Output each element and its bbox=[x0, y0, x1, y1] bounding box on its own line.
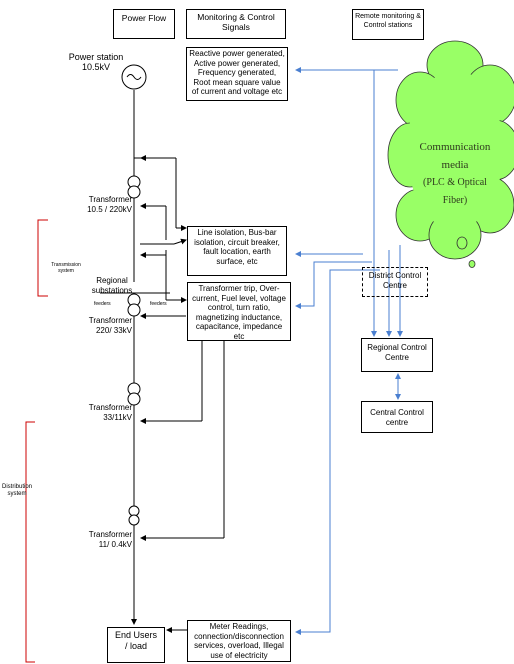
transformer-1-name: Transformer bbox=[88, 195, 132, 204]
feeders-label-left: feeders bbox=[94, 301, 111, 307]
transformer-2-name: Transformer bbox=[88, 316, 132, 325]
legend-remote-label: Remote monitoring & Control stations bbox=[355, 13, 421, 29]
transformer-symbol-4 bbox=[128, 505, 140, 526]
regional-control-text: Regional Control Centre bbox=[367, 343, 427, 362]
transformer-3-rating: 33/11kV bbox=[103, 412, 132, 422]
distribution-system-text: Distribution system bbox=[1, 484, 32, 497]
regional-substations-text: Regional substations bbox=[91, 276, 133, 295]
transformer-2-rating: 220/ 33kV bbox=[95, 325, 132, 335]
line-isolation-text: Line isolation, Bus-bar isolation, circu… bbox=[194, 228, 280, 266]
legend-power-flow: Power Flow bbox=[113, 9, 175, 39]
transformer-3-name: Transformer bbox=[88, 403, 132, 412]
legend-monitoring-label: Monitoring & Control Signals bbox=[197, 12, 275, 32]
regional-control-centre: Regional Control Centre bbox=[361, 338, 433, 372]
district-control-centre: District Control Centre bbox=[362, 267, 428, 297]
end-users-text: End Users / load bbox=[114, 630, 158, 651]
transformer-symbol-1 bbox=[127, 175, 141, 199]
transformer-4-rating: 11/ 0.4kV bbox=[98, 539, 132, 549]
transformer-label-4: Transformer 11/ 0.4kV bbox=[70, 530, 132, 549]
power-station-title: Power station bbox=[68, 52, 124, 62]
transformer-label-2: Transformer 220/ 33kV bbox=[70, 316, 132, 335]
meter-readings-text: Meter Readings, connection/disconnection… bbox=[194, 622, 284, 660]
cloud-tail bbox=[456, 236, 476, 268]
generator-symbol bbox=[121, 64, 147, 90]
cloud-shape bbox=[387, 40, 514, 260]
distribution-system-label: Distribution system bbox=[0, 484, 34, 498]
transformer-4-name: Transformer bbox=[88, 530, 132, 539]
transformer-trip-box: Transformer trip, Over-current, Fuel lev… bbox=[187, 282, 291, 341]
power-station-voltage: 10.5kV bbox=[81, 62, 111, 72]
communication-media-label: Communication media (PLC & Optical Fiber… bbox=[410, 138, 500, 210]
meter-readings-box: Meter Readings, connection/disconnection… bbox=[187, 620, 291, 662]
transformer-symbol-2 bbox=[127, 293, 141, 317]
legend-remote: Remote monitoring & Control stations bbox=[352, 9, 424, 40]
feeders-label-right: feeders bbox=[150, 301, 167, 307]
transmission-system-text: Transmission system bbox=[51, 262, 81, 274]
transmission-bracket bbox=[37, 219, 48, 297]
district-control-text: District Control Centre bbox=[368, 271, 422, 290]
distribution-bracket bbox=[25, 421, 35, 663]
transformer-symbol-3 bbox=[127, 382, 141, 406]
power-station-label: Power station 10.5kV bbox=[64, 52, 128, 72]
cloud-line-1: Communication media bbox=[419, 141, 491, 171]
cloud-line-2: (PLC & Optical Fiber) bbox=[423, 177, 487, 206]
central-control-text: Central Control centre bbox=[370, 408, 424, 427]
generation-info-box: Reactive power generated, Active power g… bbox=[186, 47, 288, 101]
generation-info-text: Reactive power generated, Active power g… bbox=[189, 49, 285, 96]
end-users-box: End Users / load bbox=[107, 627, 165, 663]
legend-power-flow-label: Power Flow bbox=[121, 13, 167, 23]
transformer-1-rating: 10.5 / 220kV bbox=[87, 204, 132, 214]
transmission-system-label: Transmission system bbox=[46, 262, 86, 274]
regional-substations-label: Regional substations bbox=[86, 276, 138, 295]
transformer-label-1: Transformer 10.5 / 220kV bbox=[70, 195, 132, 214]
central-control-centre: Central Control centre bbox=[361, 401, 433, 433]
line-isolation-box: Line isolation, Bus-bar isolation, circu… bbox=[187, 226, 287, 276]
legend-monitoring: Monitoring & Control Signals bbox=[186, 9, 286, 39]
transformer-label-3: Transformer 33/11kV bbox=[70, 403, 132, 422]
transformer-trip-text: Transformer trip, Over-current, Fuel lev… bbox=[192, 284, 286, 341]
